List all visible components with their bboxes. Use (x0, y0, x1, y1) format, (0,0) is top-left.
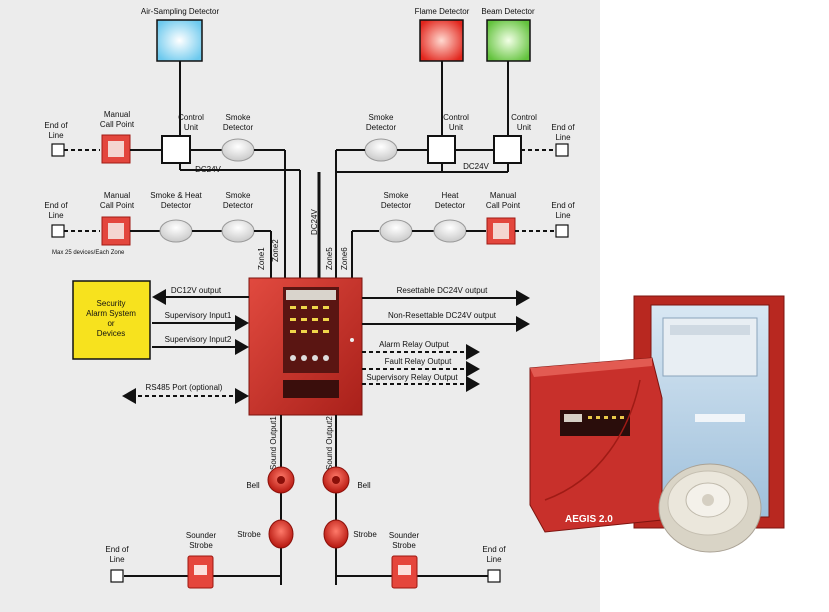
supervisory-input2-label: Supervisory Input2 (165, 335, 232, 344)
eol-label-4a: End of (551, 201, 575, 210)
smoke-label-2b: Detector (366, 123, 397, 132)
mcp-label-1a: Manual (104, 110, 130, 119)
strobe-1 (268, 519, 294, 549)
mcp-label-2a: Manual (104, 191, 130, 200)
sounder-strobe-label-1a: Sounder (186, 531, 217, 540)
supervisory-relay-label: Supervisory Relay Output (366, 373, 458, 382)
sound-output1-label: Sound Output1 (269, 416, 278, 470)
flame-detector (419, 19, 464, 62)
air-sampling-label: Air-Sampling Detector (141, 7, 220, 16)
eol-label-5b: Line (109, 555, 125, 564)
dc12v-output-label: DC12V output (171, 286, 222, 295)
eol-label-2b: Line (555, 133, 571, 142)
smoke-detector-1 (221, 138, 255, 162)
eol-label-1b: Line (48, 131, 64, 140)
non-resettable-output-label: Non-Resettable DC24V output (388, 311, 497, 320)
cu-label-2a: Control (443, 113, 469, 122)
end-of-line-2 (555, 143, 569, 157)
heat-detector (433, 219, 467, 243)
zone2-label: Zone2 (271, 239, 280, 262)
smoke-label-4a: Smoke (384, 191, 409, 200)
front-panel-display (560, 410, 630, 436)
smoke-label-2a: Smoke (369, 113, 394, 122)
sound-output2-label: Sound Output2 (325, 416, 334, 470)
cu-label-1a: Control (178, 113, 204, 122)
control-unit-mid (427, 135, 456, 164)
control-panel-diagram (248, 277, 363, 416)
beam-detector-label: Beam Detector (481, 7, 535, 16)
zone6-label: Zone6 (340, 247, 349, 270)
mcp-label-3a: Manual (490, 191, 516, 200)
smoke-detector-3 (221, 219, 255, 243)
strobe-label-1: Strobe (237, 530, 261, 539)
zone1-label: Zone1 (257, 247, 266, 270)
smoke-detector-4 (379, 219, 413, 243)
beam-detector (486, 19, 531, 62)
eol-label-1a: End of (44, 121, 68, 130)
eol-label-3a: End of (44, 201, 68, 210)
air-sampling-detector (156, 19, 203, 62)
smoke-label-3a: Smoke (226, 191, 251, 200)
mcp-label-2b: Call Point (100, 201, 135, 210)
dc24v-vertical-label: DC24V (310, 209, 319, 235)
cu-label-1b: Unit (184, 123, 199, 132)
heat-label-a: Heat (442, 191, 460, 200)
flame-detector-label: Flame Detector (415, 7, 470, 16)
sounder-strobe-label-1b: Strobe (189, 541, 213, 550)
smoke-label-1b: Detector (223, 123, 254, 132)
smoke-label-1a: Smoke (226, 113, 251, 122)
product-photo: AEGIS 2.0 (529, 295, 785, 553)
aegis-logo-text: AEGIS 2.0 (565, 514, 613, 525)
security-label-1: Security (97, 299, 126, 308)
eol-label-4b: Line (555, 211, 571, 220)
cu-label-3b: Unit (517, 123, 532, 132)
security-label-4: Devices (97, 329, 125, 338)
sounder-strobe-label-2b: Strobe (392, 541, 416, 550)
eol-label-6b: Line (486, 555, 502, 564)
dc24v-label-right: DC24V (463, 162, 489, 171)
security-label-3: or (107, 319, 114, 328)
end-of-line-6 (487, 569, 501, 583)
smoke-label-3b: Detector (223, 201, 254, 210)
max-devices-note: Max 25 devices/Each Zone (52, 250, 125, 256)
security-alarm-box (72, 280, 151, 360)
cu-label-3a: Control (511, 113, 537, 122)
heat-label-b: Detector (435, 201, 466, 210)
resettable-output-label: Resettable DC24V output (397, 286, 489, 295)
end-of-line-4 (555, 224, 569, 238)
sounder-strobe-label-2a: Sounder (389, 531, 420, 540)
mcp-label-3b: Call Point (486, 201, 521, 210)
fault-relay-label: Fault Relay Output (385, 357, 452, 366)
control-unit-left (161, 135, 191, 164)
strobe-2 (323, 519, 349, 549)
eol-label-3b: Line (48, 211, 64, 220)
smoke-label-4b: Detector (381, 201, 412, 210)
eol-label-5a: End of (105, 545, 129, 554)
eol-label-2a: End of (551, 123, 575, 132)
zone5-label: Zone5 (325, 247, 334, 270)
bell-label-1: Bell (246, 481, 260, 490)
security-label-2: Alarm System (86, 309, 136, 318)
end-of-line-3 (51, 224, 65, 238)
control-unit-right (493, 135, 522, 164)
smoke-detector-2 (364, 138, 398, 162)
smoke-heat-label-a: Smoke & Heat (150, 191, 202, 200)
smoke-heat-detector (159, 219, 193, 243)
smoke-heat-label-b: Detector (161, 201, 192, 210)
rs485-label: RS485 Port (optional) (146, 383, 223, 392)
eol-label-6a: End of (482, 545, 506, 554)
alarm-relay-label: Alarm Relay Output (379, 340, 450, 349)
bell-label-2: Bell (357, 481, 371, 490)
end-of-line-1 (51, 143, 65, 157)
cu-label-2b: Unit (449, 123, 464, 132)
end-of-line-5 (110, 569, 124, 583)
strobe-label-2: Strobe (353, 530, 377, 539)
mcp-label-1b: Call Point (100, 120, 135, 129)
supervisory-input1-label: Supervisory Input1 (165, 311, 232, 320)
